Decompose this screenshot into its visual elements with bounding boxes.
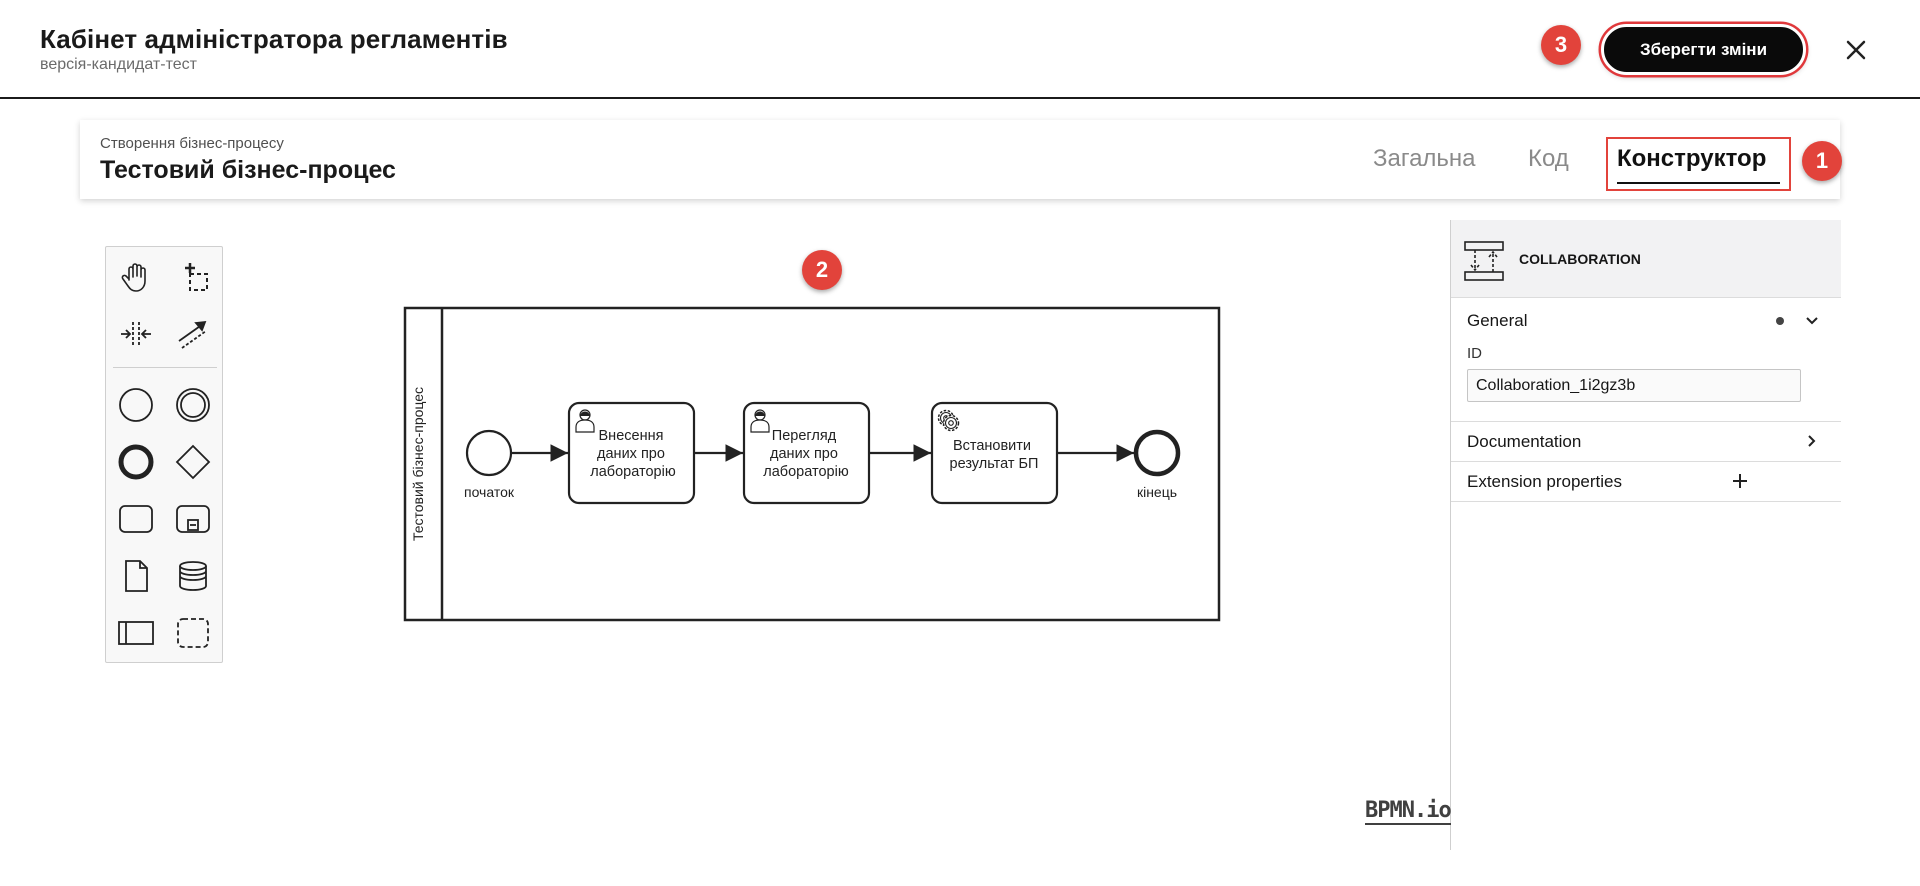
general-group-title[interactable]: General [1467, 311, 1528, 330]
subprocess-icon[interactable] [171, 497, 215, 541]
id-input[interactable] [1467, 369, 1801, 402]
task-1-line-3: лабораторію [590, 464, 676, 480]
task-1-line-2: даних про [597, 446, 665, 462]
process-name: Тестовий бізнес-процес [100, 156, 396, 184]
start-event-icon[interactable] [114, 383, 158, 427]
svg-text:Перегляд даних про: Перегляд даних про лабораторію [763, 428, 849, 480]
end-event[interactable] [1133, 429, 1181, 477]
extension-properties-group[interactable]: Extension properties [1451, 462, 1841, 502]
app-subtitle: версія-кандидат-тест [40, 56, 197, 73]
task-2-line-1: Перегляд [772, 428, 837, 444]
active-tab-underline [1617, 182, 1780, 184]
pool-label: Тестовий бізнес-процес [410, 387, 426, 541]
data-object-icon[interactable] [114, 554, 158, 598]
task-2-line-2: даних про [770, 446, 838, 462]
plus-icon[interactable] [1730, 471, 1750, 496]
start-event[interactable] [465, 429, 513, 477]
chevron-right-icon[interactable] [1802, 431, 1822, 456]
process-caption: Створення бізнес-процесу [100, 135, 284, 152]
svg-text:Внесення даних про: Внесення даних про лабораторію [590, 428, 676, 480]
end-event-icon[interactable] [114, 440, 158, 484]
app-title: Кабінет адміністратора регламентів [40, 24, 508, 54]
app-header: Кабінет адміністратора регламентів версі… [0, 0, 1920, 99]
element-type-title: COLLABORATION [1519, 251, 1641, 267]
task-1-line-1: Внесення [599, 428, 664, 444]
properties-header: COLLABORATION [1451, 220, 1841, 298]
callout-3: 3 [1541, 25, 1581, 65]
save-changes-button[interactable]: Зберегти зміни [1601, 24, 1806, 75]
participant-icon[interactable] [114, 611, 158, 655]
callout-2: 2 [802, 250, 842, 290]
general-group: General [1451, 298, 1841, 422]
user-icon [750, 409, 770, 433]
task-icon[interactable] [114, 497, 158, 541]
collaboration-icon [1463, 240, 1505, 287]
service-task[interactable]: Встановити результат БП [930, 401, 1059, 505]
task-3-line-2: результат БП [950, 456, 1039, 472]
end-event-label: кінець [1137, 484, 1177, 500]
close-icon[interactable] [1842, 36, 1870, 64]
start-event-label: початок [464, 484, 515, 500]
data-marker-dot [1776, 317, 1784, 325]
global-connect-tool-icon[interactable] [171, 312, 215, 356]
documentation-group-title: Documentation [1467, 432, 1582, 451]
intermediate-event-icon[interactable] [171, 383, 215, 427]
properties-panel: COLLABORATION General ID Documentation E… [1450, 220, 1841, 850]
svg-text:Встановити результат БП: Встановити результат БП [950, 438, 1039, 472]
tab-general[interactable]: Загальна [1373, 145, 1476, 172]
task-2-line-3: лабораторію [763, 464, 849, 480]
tab-highlight-frame [1606, 137, 1791, 191]
hand-tool-icon[interactable] [114, 255, 158, 299]
callout-1: 1 [1802, 141, 1842, 181]
task-3-line-1: Встановити [953, 438, 1031, 454]
lasso-tool-icon[interactable] [171, 255, 215, 299]
palette-separator [113, 367, 217, 368]
gateway-icon[interactable] [171, 440, 215, 484]
process-header-card: Створення бізнес-процесу Тестовий бізнес… [80, 120, 1842, 199]
documentation-group[interactable]: Documentation [1451, 422, 1841, 462]
id-field-label: ID [1467, 345, 1482, 362]
space-tool-icon[interactable] [114, 312, 158, 356]
tool-palette [105, 246, 223, 663]
bpmn-io-logo[interactable]: BPMN.io [1365, 798, 1452, 825]
user-task-1[interactable]: Внесення даних про лабораторію [567, 401, 696, 505]
tab-constructor[interactable]: Конструктор [1617, 145, 1767, 172]
tab-code[interactable]: Код [1528, 145, 1569, 172]
gear-icon [937, 409, 960, 432]
user-icon [575, 409, 595, 433]
data-store-icon[interactable] [171, 554, 215, 598]
user-task-2[interactable]: Перегляд даних про лабораторію [742, 401, 871, 505]
extension-properties-title: Extension properties [1467, 472, 1622, 491]
bpmn-diagram-canvas[interactable]: Тестовий бізнес-процес початок Внесення … [400, 300, 1230, 630]
group-icon[interactable] [171, 611, 215, 655]
chevron-down-icon[interactable] [1802, 311, 1822, 336]
